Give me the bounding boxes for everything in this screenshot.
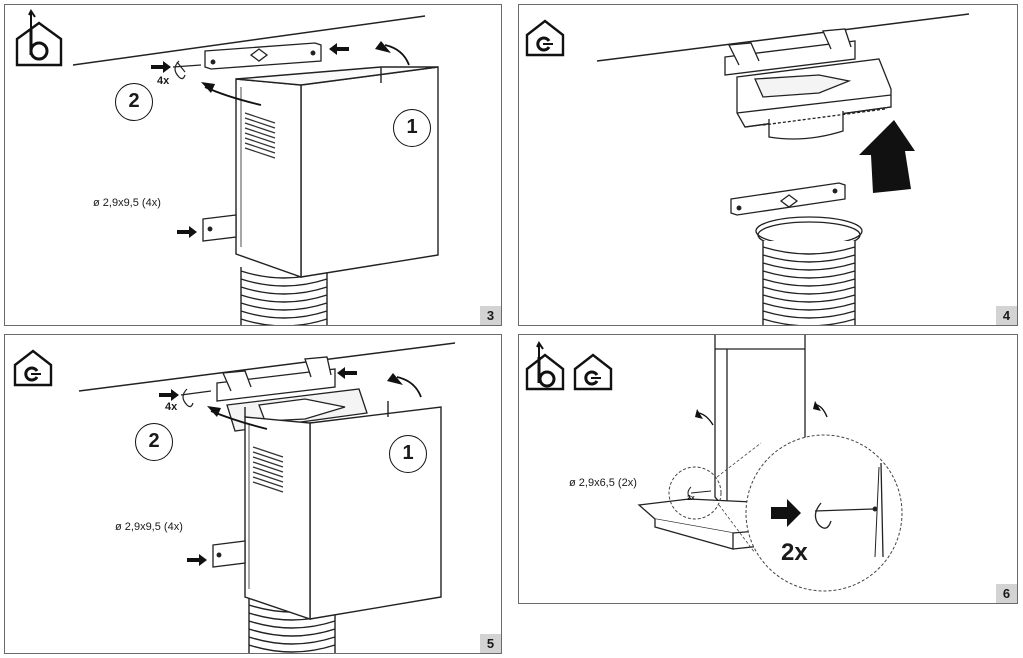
big-count-label: 2x xyxy=(781,539,808,566)
step-3-panel: 4x 2 1 ø 2,9x9,5 (4x) 3 xyxy=(4,4,502,326)
ceiling-bracket xyxy=(204,42,322,70)
lower-bracket xyxy=(202,214,237,242)
chimney-cover xyxy=(244,401,442,620)
side-vents xyxy=(252,446,284,493)
screws-count-label: 4x xyxy=(157,75,170,87)
step-number: 4 xyxy=(996,306,1017,325)
detail-circle-zoom xyxy=(745,434,903,592)
step-number: 6 xyxy=(996,584,1017,603)
step-number: 5 xyxy=(480,634,501,653)
step-circle-1: 1 xyxy=(389,435,427,473)
side-vents xyxy=(244,112,276,159)
lift-up-arrow xyxy=(859,120,915,193)
recirculation-icon xyxy=(573,353,613,391)
step-circle-1: 1 xyxy=(393,109,431,147)
flexible-duct xyxy=(762,241,856,325)
screw-icon xyxy=(814,502,878,529)
chimney-cover xyxy=(235,66,439,278)
rotate-arrows xyxy=(698,404,828,426)
lower-bracket xyxy=(212,540,246,568)
screw-spec-label: ø 2,9x9,5 (4x) xyxy=(93,197,161,209)
step-circle-2: 2 xyxy=(115,83,153,121)
flexible-duct xyxy=(240,267,328,325)
step-6-illustration xyxy=(525,335,903,592)
recirculation-filter-box xyxy=(724,28,892,140)
detail-circle-small xyxy=(668,466,722,520)
screw-spec-label: ø 2,9x9,5 (4x) xyxy=(115,521,183,533)
recirculation-icon xyxy=(525,19,565,57)
step-5-illustration xyxy=(13,342,456,653)
push-arrow xyxy=(771,499,801,527)
ceiling-bracket xyxy=(730,182,846,216)
ducted-exhaust-icon xyxy=(525,341,565,391)
step-5-panel: 4x 2 1 ø 2,9x9,5 (4x) 5 xyxy=(4,334,502,654)
screw-spec-label: ø 2,9x6,5 (2x) xyxy=(569,477,637,489)
step-3-illustration xyxy=(15,9,439,325)
screw-icon-small xyxy=(687,486,712,500)
push-arrows xyxy=(151,43,349,238)
screw-icon xyxy=(172,60,202,80)
step-circle-2: 2 xyxy=(135,423,173,461)
recirculation-icon xyxy=(13,349,53,387)
screw-icon xyxy=(180,388,212,408)
push-arrows xyxy=(159,367,357,566)
small-count-label: 2x xyxy=(687,495,695,502)
ducted-exhaust-icon xyxy=(15,9,63,67)
step-4-illustration xyxy=(525,13,970,325)
step-6-panel: ø 2,9x6,5 (2x) 2x 2x 6 xyxy=(518,334,1018,604)
screws-count-label: 4x xyxy=(165,401,178,413)
step-4-panel: 4 xyxy=(518,4,1018,326)
step-number: 3 xyxy=(480,306,501,325)
